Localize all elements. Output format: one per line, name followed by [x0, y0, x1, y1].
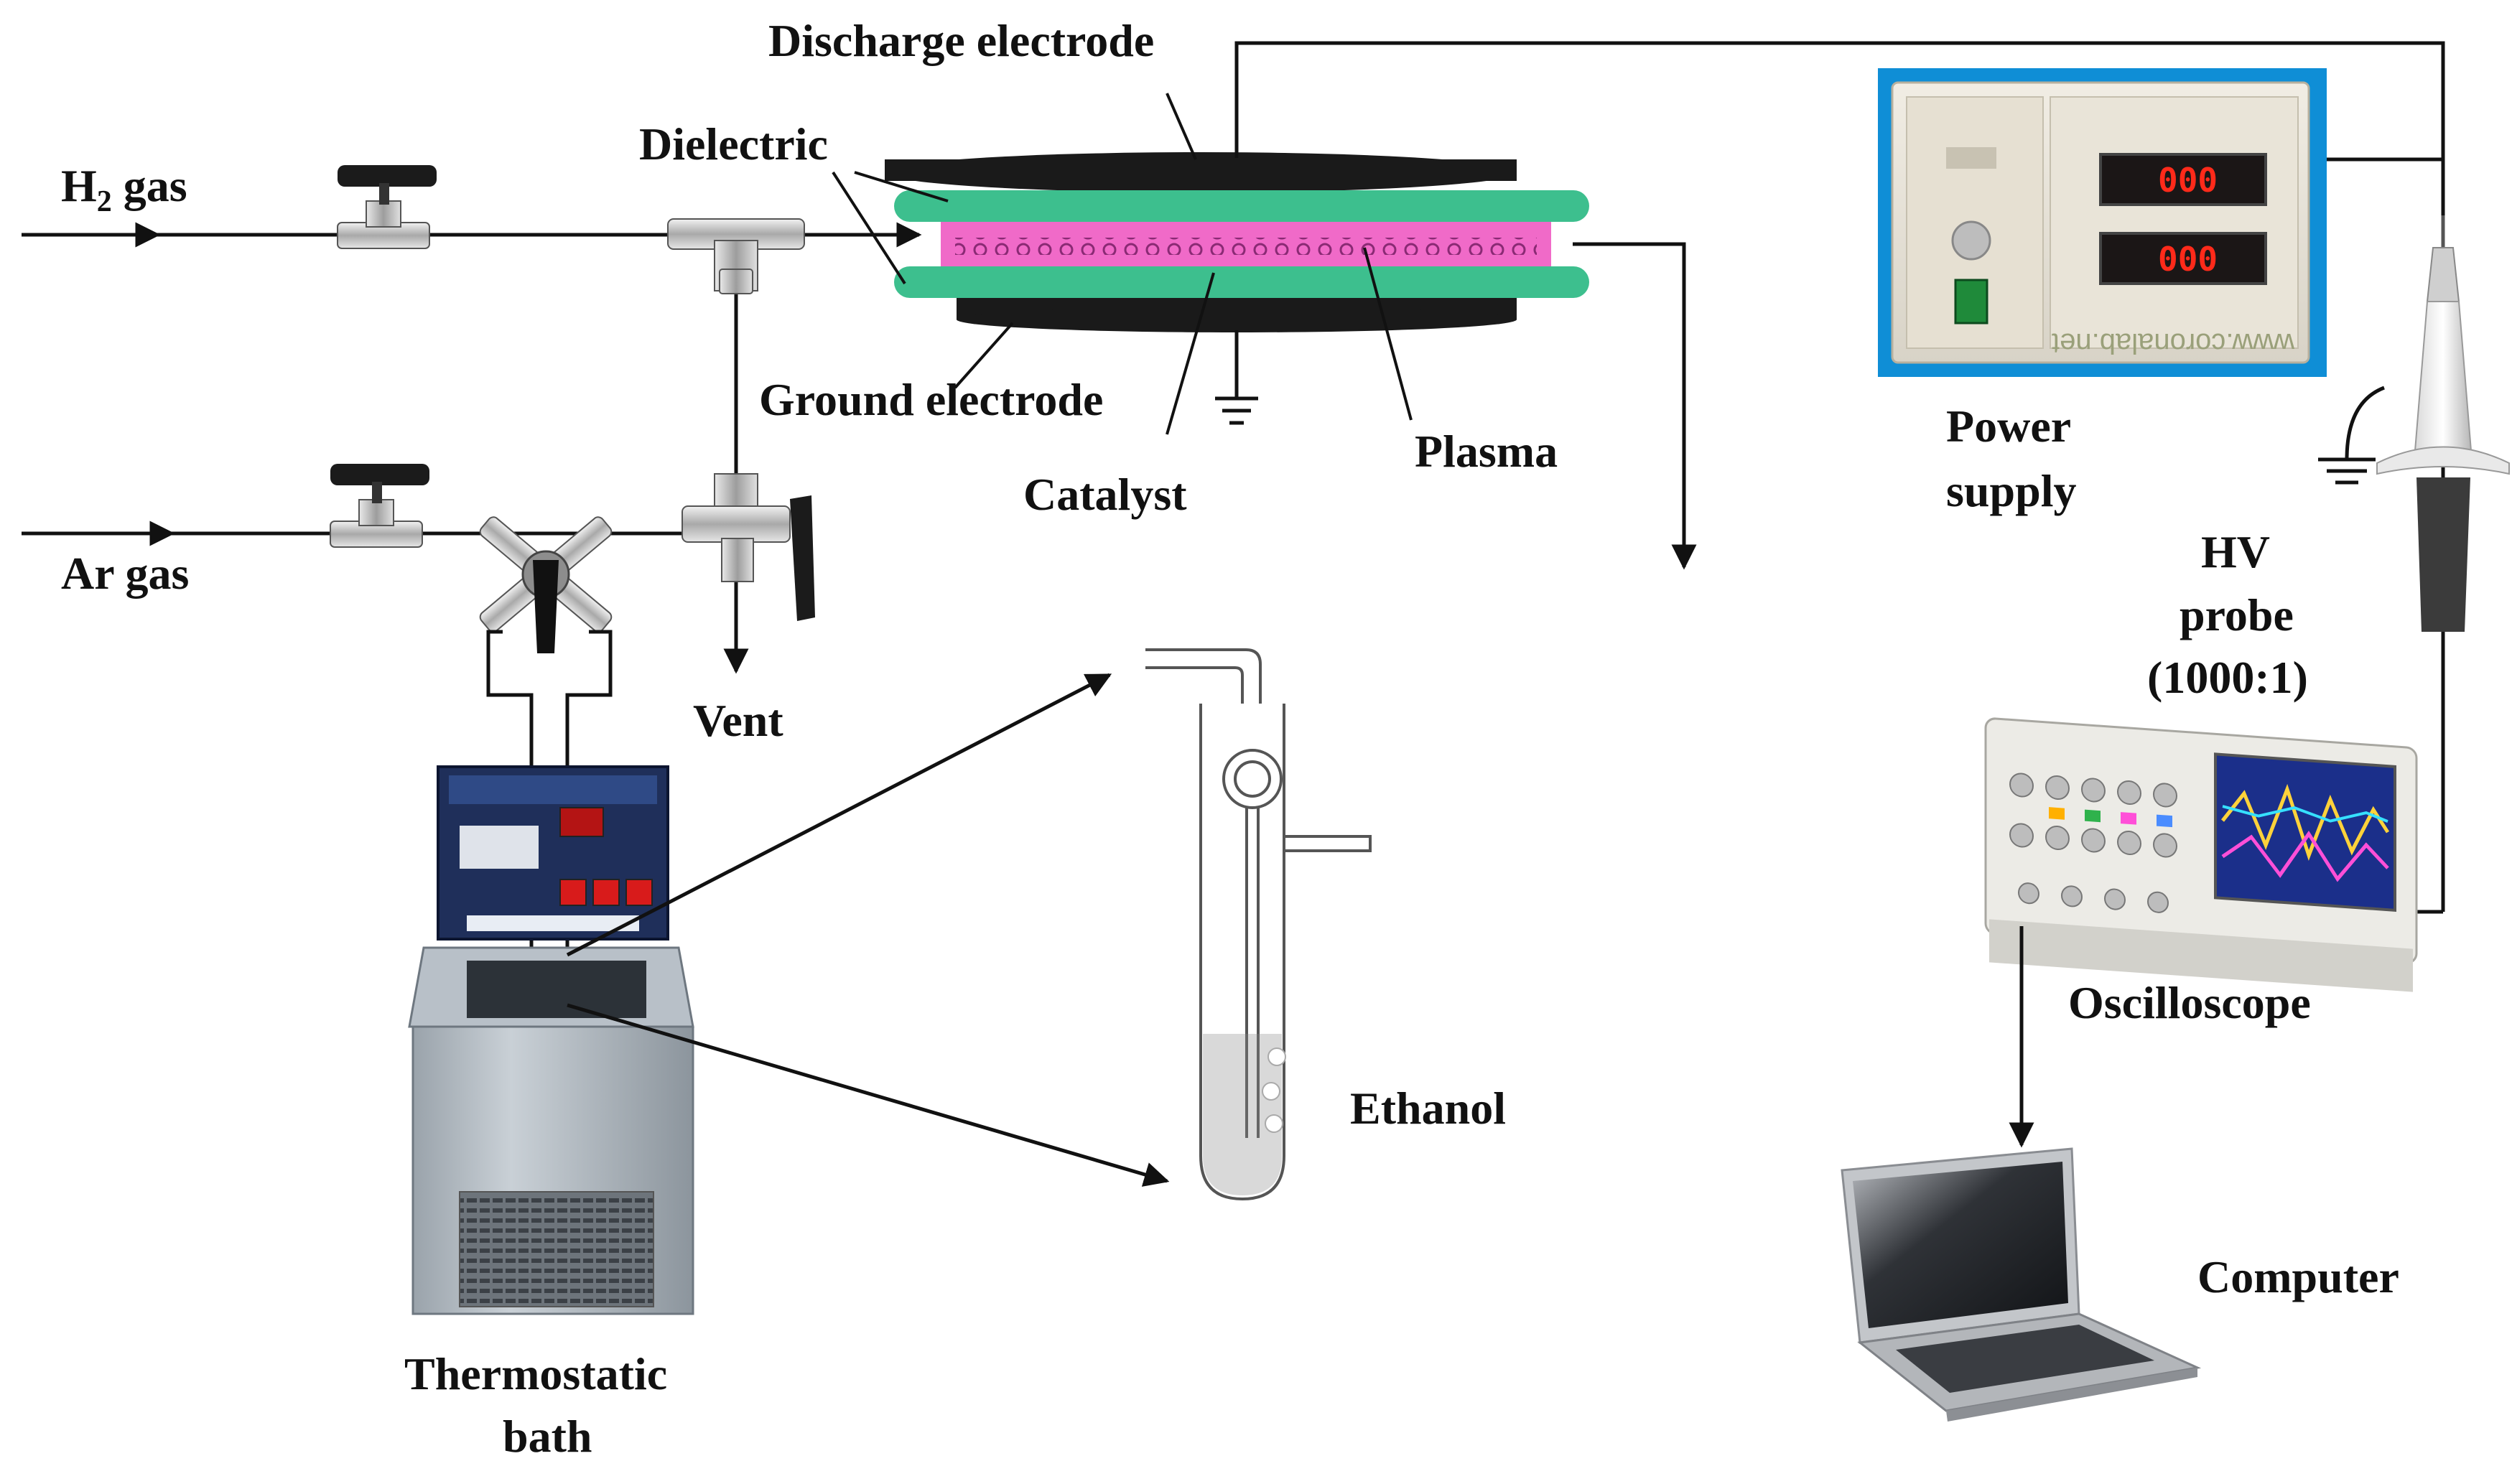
vent-valve-icon: [682, 473, 815, 621]
reactor-outlet-line: [1573, 242, 1697, 570]
h2-valve-icon: [337, 165, 437, 249]
lower-dielectric: [894, 266, 1589, 298]
hv-probe-label-line3: (1000:1): [2147, 652, 2308, 703]
h2-gas-line: [22, 222, 922, 495]
lower-meter-display: [2099, 232, 2267, 285]
thermostatic-bath-label-line1: Thermostatic: [404, 1348, 667, 1399]
oscilloscope-label: Oscilloscope: [2068, 977, 2311, 1028]
upper-meter-display: [2099, 153, 2267, 206]
power-supply-label-line2: supply: [1946, 465, 2076, 516]
discharge-electrode-label: Discharge electrode: [768, 15, 1154, 66]
ar-gas-label: Ar gas: [61, 548, 189, 599]
ethanol-liquid: [1203, 1034, 1286, 1195]
power-supply-label-line1: Power: [1946, 401, 2071, 452]
power-switch-icon: [1954, 279, 1988, 325]
oscilloscope-device: [1984, 717, 2418, 992]
dielectric-label: Dielectric: [639, 118, 828, 169]
lower-meter-value: 000: [2158, 240, 2218, 279]
ar-gas-line: [22, 521, 749, 674]
bath-vent-grill: [459, 1191, 654, 1307]
h2-gas-label: H2 gas: [61, 160, 187, 218]
probe-ground-icon: [2318, 386, 2385, 485]
power-supply-device: 000 000 www.coronalab.net: [1878, 68, 2327, 377]
hv-probe-label-line2: probe: [2180, 589, 2294, 640]
plasma-label: Plasma: [1415, 426, 1558, 477]
thermostatic-bath-device: [408, 765, 694, 1315]
vent-label: Vent: [693, 695, 783, 746]
voltage-knob-icon: [1951, 220, 1991, 261]
hv-probe-label-line1: HV: [2201, 526, 2270, 577]
reactor-ground-icon: [1215, 330, 1258, 425]
tee-fitting-icon: [667, 218, 805, 294]
oscilloscope-screen: [2214, 752, 2396, 912]
ground-electrode-label: Ground electrode: [759, 374, 1103, 425]
four-way-valve-icon: [479, 516, 613, 653]
computer-laptop-icon: [1841, 1147, 2202, 1422]
thermostatic-bath-label-line2: bath: [503, 1411, 592, 1462]
ar-valve-icon: [330, 464, 429, 548]
upper-dielectric: [894, 190, 1589, 222]
reactor-pointers: [832, 93, 1413, 435]
bath-to-bubbler-arrow-lower: [567, 1003, 1170, 1187]
dbd-reactor: [885, 152, 1589, 332]
computer-label: Computer: [2197, 1251, 2399, 1302]
ethanol-label: Ethanol: [1350, 1083, 1506, 1134]
catalyst-bed: [955, 238, 1537, 255]
power-supply-brand-text: www.coronalab.net: [2052, 327, 2295, 359]
upper-meter-value: 000: [2158, 161, 2218, 200]
bath-to-bubbler-arrow-upper: [566, 673, 1112, 957]
catalyst-label: Catalyst: [1023, 469, 1187, 520]
hv-probe-device: [2376, 215, 2510, 632]
